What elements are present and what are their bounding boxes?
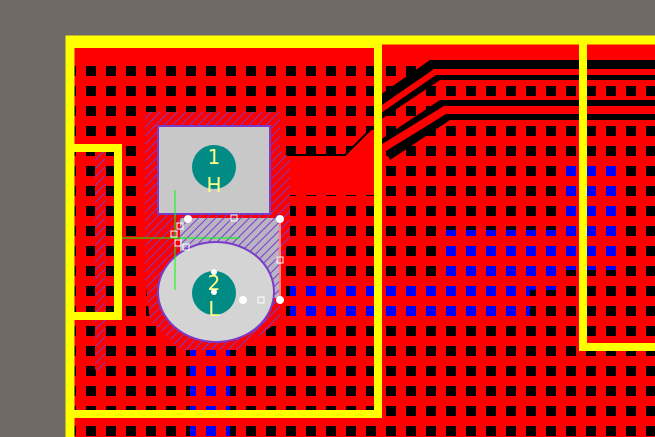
pad-2-number: 2 (208, 271, 221, 295)
pad-1-hole (192, 145, 236, 189)
keepout-strip (95, 150, 105, 370)
selection-handles[interactable] (120, 190, 284, 304)
pad-1-number: 1 (208, 145, 221, 169)
track-outline (275, 127, 373, 156)
pad-2-net: L (208, 297, 220, 321)
bottom-layer-area (190, 160, 620, 437)
track-pad1[interactable] (270, 130, 380, 195)
silkscreen-component-outline (70, 40, 655, 418)
pad-1-net: H (206, 173, 221, 197)
